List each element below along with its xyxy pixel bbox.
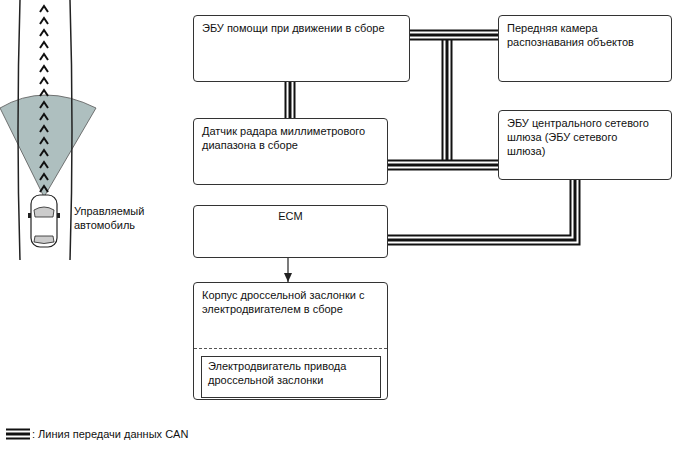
signal-arrow <box>288 258 289 282</box>
can-bus-line <box>388 165 498 166</box>
car-icon <box>28 195 60 247</box>
can-bus-line <box>388 180 575 240</box>
throttle-body-box: Корпус дроссельной заслонки с электродви… <box>193 282 388 400</box>
camera-box: Передняя камера распознавания объектов <box>498 15 672 82</box>
ecm-box: ECM <box>193 205 388 258</box>
lane-line <box>18 0 20 260</box>
legend-text: : Линия передачи данных CAN <box>32 428 188 442</box>
radar-box: Датчик радара миллиметрового диапазона в… <box>193 118 388 185</box>
can-bus-line <box>290 82 291 118</box>
legend-line-sample <box>6 434 30 435</box>
radar-sector <box>0 95 96 197</box>
motor-box: Электродвигатель привода дроссельной зас… <box>201 356 381 398</box>
vehicle-label: Управляемый автомобиль <box>74 205 159 233</box>
box-label: ЭБУ центрального сетевого шлюза (ЭБУ сет… <box>507 117 651 158</box>
gateway-box: ЭБУ центрального сетевого шлюза (ЭБУ сет… <box>498 110 672 180</box>
box-label: Передняя камера распознавания объектов <box>507 22 651 50</box>
ecu-box: ЭБУ помощи при движении в сборе <box>193 15 410 82</box>
box-label: Датчик радара миллиметрового диапазона в… <box>202 125 367 153</box>
travel-chevrons <box>40 6 48 192</box>
can-bus-line <box>410 35 498 36</box>
box-label: Корпус дроссельной заслонки с электродви… <box>202 289 379 317</box>
box-label: ЭБУ помощи при движении в сборе <box>202 22 389 36</box>
box-label: ECM <box>202 210 379 224</box>
lane-line <box>70 0 72 260</box>
box-label: Электродвигатель привода дроссельной зас… <box>208 360 374 388</box>
can-bus-link <box>447 35 448 165</box>
dashed-divider <box>194 348 387 349</box>
